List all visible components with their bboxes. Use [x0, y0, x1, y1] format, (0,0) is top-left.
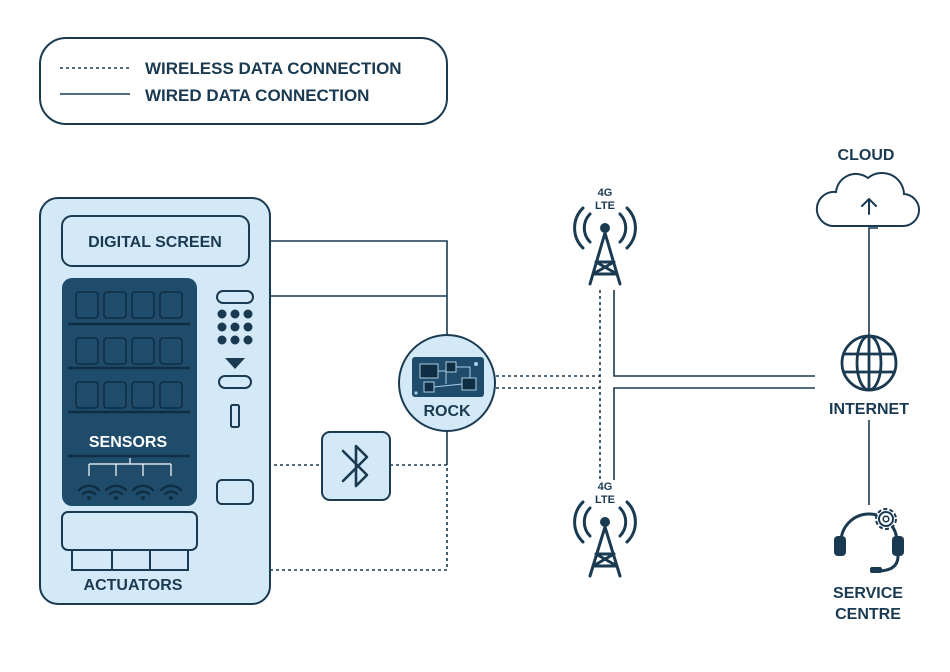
tower-bottom-label-4g: 4G	[598, 481, 613, 493]
card-slot[interactable]	[230, 404, 240, 428]
tower-bottom-label-lte: LTE	[595, 494, 615, 506]
cell-tower-icon	[573, 500, 637, 578]
circuit-board-icon	[412, 357, 484, 397]
wire-internet-to-cloud	[868, 227, 878, 336]
cell-tower-icon	[573, 206, 637, 286]
service-label-line1: SERVICE	[833, 585, 903, 602]
wireless-bluetooth-to-rock	[390, 430, 448, 466]
sensors-label: SENSORS	[89, 434, 168, 451]
rock-label: ROCK	[423, 403, 471, 420]
internet-node: INTERNET	[829, 334, 909, 418]
wifi-icon	[77, 484, 101, 500]
cloud-label: CLOUD	[838, 147, 895, 164]
service-centre-node: SERVICE CENTRE	[833, 508, 904, 623]
wifi-icon	[131, 484, 155, 500]
bluetooth-node	[321, 431, 391, 501]
digital-screen: DIGITAL SCREEN	[61, 215, 250, 267]
wifi-icon	[104, 484, 128, 500]
digital-screen-label: DIGITAL SCREEN	[88, 234, 222, 251]
sensor-wiring	[88, 458, 172, 476]
product-slots	[75, 291, 183, 409]
actuators: ACTUATORS	[61, 511, 198, 594]
legend-wired-label: WIRED DATA CONNECTION	[145, 86, 369, 105]
product-panel: SENSORS	[62, 278, 197, 506]
wifi-icon	[159, 484, 183, 500]
vending-machine: DIGITAL SCREEN SENSORS	[39, 197, 271, 605]
actuators-label: ACTUATORS	[84, 577, 183, 594]
select-button[interactable]	[218, 375, 252, 389]
cell-tower-bottom: 4G LTE	[573, 481, 637, 578]
gear-icon	[875, 508, 897, 530]
tower-top-label-4g: 4G	[598, 187, 613, 199]
keypad[interactable]	[217, 309, 253, 345]
tower-top-label-lte: LTE	[595, 200, 615, 212]
wire-tower-top-backhaul	[613, 290, 815, 377]
bluetooth-icon	[341, 444, 369, 488]
legend-wireless-label: WIRELESS DATA CONNECTION	[145, 59, 402, 78]
sensor-wifi-icons	[77, 484, 183, 500]
shelves	[68, 322, 190, 458]
internet-label: INTERNET	[829, 401, 909, 418]
service-label-line2: CENTRE	[835, 606, 901, 623]
control-column	[216, 290, 254, 505]
cell-tower-top: 4G LTE	[573, 187, 637, 286]
globe-icon	[840, 334, 898, 392]
coin-button[interactable]	[216, 290, 254, 304]
change-tray[interactable]	[216, 479, 254, 505]
cloud-node: CLOUD	[815, 147, 920, 228]
dispense-arrow-icon	[225, 358, 245, 369]
rock-hub: ROCK	[398, 334, 496, 432]
cloud-upload-icon	[815, 171, 920, 228]
wire-tower-bottom-backhaul	[613, 387, 815, 480]
pickup-door[interactable]	[61, 511, 198, 551]
headset-icon	[834, 512, 904, 573]
wire-screen-to-rock	[249, 240, 448, 355]
legend: WIRELESS DATA CONNECTION WIRED DATA CONN…	[39, 37, 448, 125]
